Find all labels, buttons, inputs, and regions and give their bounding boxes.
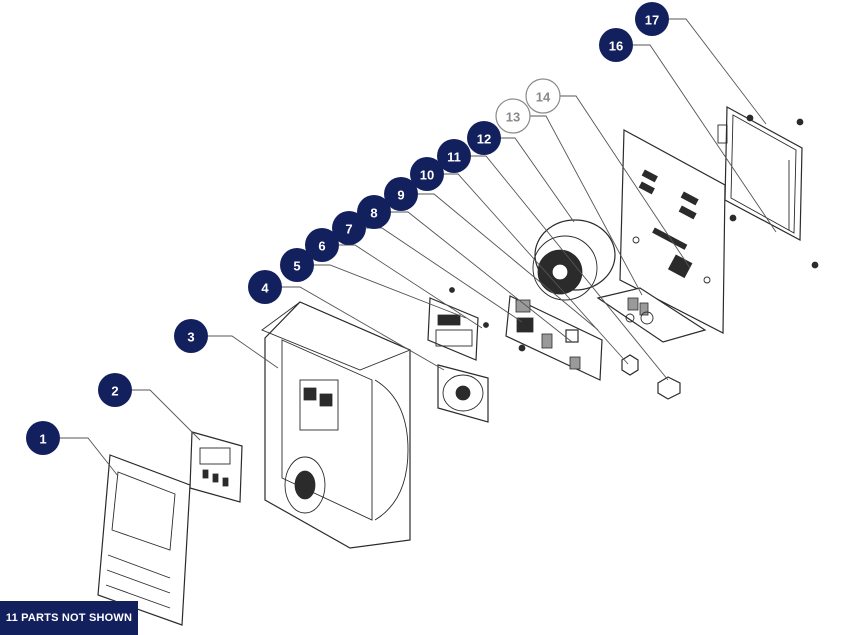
callout-circle-14 [525, 78, 561, 114]
part-7-display-board [427, 287, 489, 361]
callout-label-4: 4 [261, 281, 269, 296]
callout-11: 11 [437, 139, 471, 173]
callout-label-10: 10 [420, 168, 434, 183]
callout-circle-16 [599, 28, 633, 62]
part-9-pcb [505, 295, 603, 381]
callout-circle-12 [467, 121, 501, 155]
callout-label-11: 11 [447, 150, 461, 165]
callout-8: 8 [357, 195, 391, 229]
callout-circle-4 [248, 270, 282, 304]
leader-line-6 [339, 244, 483, 329]
leader-line-12 [501, 137, 575, 223]
callout-label-12: 12 [477, 132, 491, 147]
callout-circle-9 [384, 177, 418, 211]
callout-label-14: 14 [536, 90, 551, 105]
callout-label-6: 6 [318, 239, 325, 254]
callout-5: 5 [280, 248, 314, 282]
leader-line-3 [208, 335, 279, 369]
parts-not-shown-badge: 11 PARTS NOT SHOWN [0, 601, 138, 635]
part-13-bracket [596, 287, 707, 343]
part-1-front-bezel [97, 454, 191, 626]
callout-label-9: 9 [397, 188, 404, 203]
leader-line-5 [314, 264, 467, 319]
callout-label-2: 2 [111, 384, 118, 399]
callout-label-16: 16 [609, 39, 623, 54]
callout-label-5: 5 [293, 259, 300, 274]
callout-circle-7 [332, 211, 366, 245]
callout-16: 16 [599, 28, 633, 62]
callout-label-8: 8 [370, 206, 377, 221]
leader-line-17 [669, 18, 767, 125]
callout-2: 2 [98, 373, 132, 407]
callout-circle-5 [280, 248, 314, 282]
leader-line-4 [282, 286, 445, 371]
callout-circle-1 [26, 421, 60, 455]
callout-4: 4 [248, 270, 282, 304]
part-11-nut [657, 376, 681, 400]
callout-label-17: 17 [645, 13, 659, 28]
leader-line-1 [60, 437, 119, 477]
callout-9: 9 [384, 177, 418, 211]
callout-17: 17 [635, 2, 669, 36]
leader-line-11 [471, 155, 669, 381]
part-3-housing [261, 301, 412, 549]
leader-line-14 [560, 95, 691, 269]
callout-circle-8 [357, 195, 391, 229]
leader-line-9 [418, 193, 599, 331]
part-12-transformer [532, 219, 616, 301]
callout-circle-2 [98, 373, 132, 407]
callout-circle-11 [437, 139, 471, 173]
callout-circle-10 [410, 157, 444, 191]
leader-line-13 [530, 115, 643, 296]
part-4-fan [437, 364, 489, 423]
callout-circle-6 [305, 228, 339, 262]
leader-line-8 [391, 211, 573, 343]
callout-12: 12 [467, 121, 501, 155]
callout-14: 14 [525, 78, 561, 114]
callout-1: 1 [26, 421, 60, 455]
callout-circle-17 [635, 2, 669, 36]
leader-line-10 [444, 173, 629, 365]
callout-label-7: 7 [345, 222, 352, 237]
part-10-spacer [621, 354, 639, 376]
callout-circle-3 [174, 319, 208, 353]
callout-label-13: 13 [506, 110, 520, 125]
callout-13: 13 [495, 98, 531, 134]
callout-6: 6 [305, 228, 339, 262]
leader-line-16 [633, 44, 777, 233]
callout-10: 10 [410, 157, 444, 191]
leader-lines [60, 18, 777, 477]
callout-3: 3 [174, 319, 208, 353]
callout-circle-13 [495, 98, 531, 134]
callout-label-1: 1 [39, 432, 46, 447]
callout-label-3: 3 [187, 330, 194, 345]
part-17-back-cover [717, 105, 819, 269]
part-2-keypad [189, 431, 243, 503]
leader-line-2 [132, 389, 201, 441]
callout-7: 7 [332, 211, 366, 245]
